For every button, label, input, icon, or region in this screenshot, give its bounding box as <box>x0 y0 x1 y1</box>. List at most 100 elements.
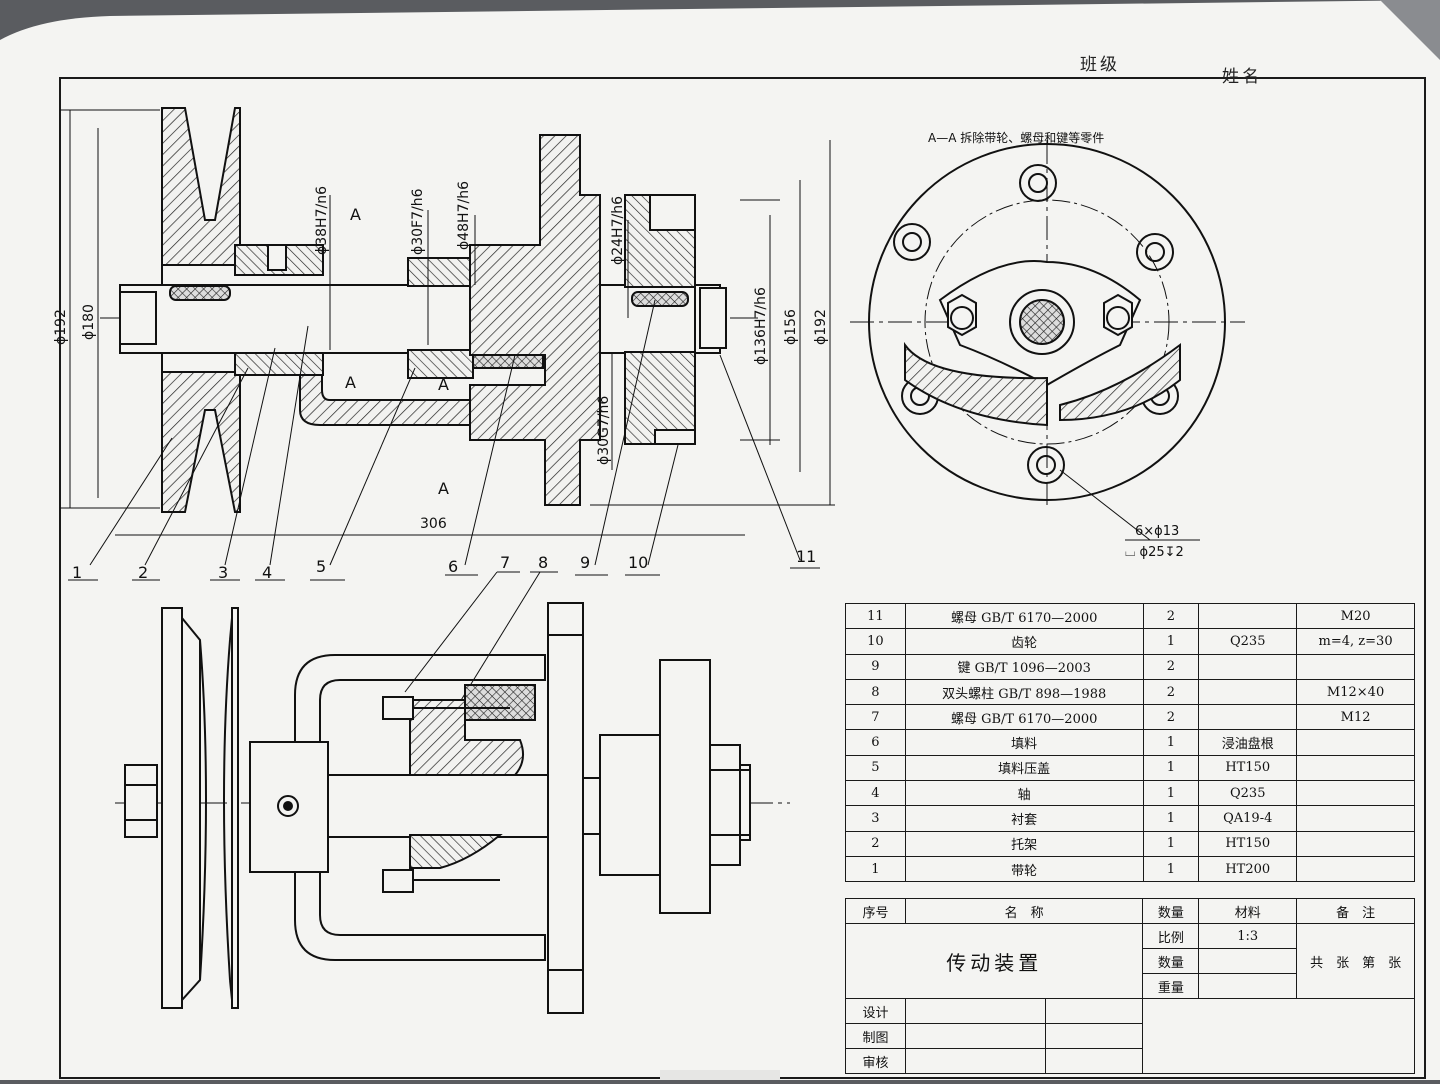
draw-name <box>904 1023 1046 1049</box>
bom-cell-qty: 1 <box>1142 830 1200 857</box>
scale-label: 比例 <box>1142 923 1200 949</box>
dim-phi48: ϕ48H7/h6 <box>456 181 472 250</box>
part-leaders <box>68 299 820 711</box>
scale-value: 1:3 <box>1198 923 1298 949</box>
bom-cell-mat <box>1198 602 1298 630</box>
balloon-8: 8 <box>538 553 548 572</box>
balloon-4: 4 <box>262 563 272 582</box>
bom-header-note: 备 注 <box>1296 898 1415 924</box>
class-label: 班级 <box>1080 55 1120 75</box>
balloon-10: 10 <box>628 553 648 572</box>
page-corner <box>1380 0 1440 60</box>
bom-cell-qty: 1 <box>1142 729 1200 756</box>
balloon-3: 3 <box>218 563 228 582</box>
balloon-1: 1 <box>72 563 82 582</box>
section-aa-view <box>850 140 1245 505</box>
top-view <box>115 602 790 1014</box>
bom-cell-no: 11 <box>845 602 906 630</box>
bom-header-qty: 数量 <box>1142 898 1200 924</box>
bom-cell-qty: 1 <box>1142 628 1200 655</box>
bom-cell-mat <box>1198 704 1298 731</box>
bom-cell-qty: 1 <box>1142 855 1200 883</box>
dim-phi30g7: ϕ30G7/h6 <box>596 396 612 465</box>
hole-leader <box>1059 469 1151 541</box>
name-label: 姓名 <box>1222 67 1262 87</box>
bom-header-mat: 材料 <box>1198 898 1298 924</box>
dim-phi156: ϕ156 <box>783 309 799 345</box>
bom-cell-note <box>1296 855 1415 883</box>
dim-phi180: ϕ180 <box>81 304 97 340</box>
sheet-label: 共 张 第 张 <box>1296 923 1415 999</box>
design-name <box>904 998 1046 1024</box>
drawing-title: 传动装置 <box>844 923 1144 999</box>
dimension-texts: ϕ192 ϕ180 ϕ38H7/n6 ϕ30F7/h6 ϕ48H7/h6 ϕ24… <box>53 181 829 532</box>
bom-cell-mat: Q235 <box>1198 628 1298 655</box>
bom-header-name: 名 称 <box>904 898 1144 924</box>
bom-cell-mat: Q235 <box>1198 780 1298 807</box>
balloon-11: 11 <box>796 547 816 566</box>
bom-cell-qty: 2 <box>1142 678 1200 706</box>
bom-cell-no: 6 <box>845 729 906 756</box>
check-name <box>904 1048 1046 1074</box>
bom-cell-qty: 2 <box>1142 602 1200 630</box>
dim-length-306: 306 <box>420 516 447 532</box>
bom-cell-mat: HT150 <box>1198 830 1298 857</box>
section-mark-a-left: A <box>345 373 356 392</box>
dim-phi38: ϕ38H7/n6 <box>314 186 330 255</box>
bom-cell-note: M12×40 <box>1296 678 1415 706</box>
bom-cell-name: 轴 <box>904 780 1144 807</box>
qty-value <box>1198 948 1298 974</box>
bom-cell-mat <box>1198 678 1298 706</box>
bom-cell-qty: 2 <box>1142 653 1200 680</box>
bom-cell-name: 螺母 GB/T 6170—2000 <box>904 704 1144 731</box>
bom-cell-name: 双头螺柱 GB/T 898—1988 <box>904 678 1144 706</box>
section-mark-a-bottom: A <box>438 479 449 498</box>
section-aa-labels: A—A 拆除带轮、螺母和键等零件 6×ϕ13 ⌴ ϕ25↧2 <box>928 130 1200 560</box>
bom-cell-name: 衬套 <box>904 805 1144 832</box>
bom-cell-no: 8 <box>845 678 906 706</box>
hole-note-count: 6×ϕ13 <box>1135 524 1179 539</box>
balloon-6: 6 <box>448 557 458 576</box>
bom-cell-no: 10 <box>845 628 906 655</box>
balloon-5: 5 <box>316 557 326 576</box>
bom-cell-mat: QA19-4 <box>1198 805 1298 832</box>
design-label: 设计 <box>845 998 906 1024</box>
bom-cell-qty: 1 <box>1142 805 1200 832</box>
bom-cell-note <box>1296 830 1415 857</box>
bom-cell-name: 带轮 <box>904 855 1144 883</box>
bom-cell-no: 4 <box>845 780 906 807</box>
bom-cell-name: 齿轮 <box>904 628 1144 655</box>
bom-cell-mat: HT200 <box>1198 855 1298 883</box>
bom-cell-no: 1 <box>845 855 906 883</box>
bom-cell-note <box>1296 653 1415 680</box>
dim-phi24: ϕ24H7/h6 <box>610 196 626 265</box>
bom-cell-no: 3 <box>845 805 906 832</box>
bom-cell-note: M20 <box>1296 602 1415 630</box>
bom-cell-qty: 1 <box>1142 780 1200 807</box>
bom-cell-note <box>1296 729 1415 756</box>
title-block: 序号 名 称 数量 材料 备 注 传动装置 比例 1:3 共 张 第 张 数量 … <box>844 898 1415 1074</box>
check-date <box>1044 1048 1144 1074</box>
dim-phi192-left: ϕ192 <box>53 309 69 345</box>
page-number-fragment <box>660 1070 780 1080</box>
bom-cell-mat: 浸油盘根 <box>1198 729 1298 756</box>
bom-cell-note <box>1296 754 1415 782</box>
main-section-view <box>100 107 760 513</box>
section-aa-title: A—A 拆除带轮、螺母和键等零件 <box>928 130 1104 145</box>
balloon-9: 9 <box>580 553 590 572</box>
section-mark-a-top: A <box>350 205 361 224</box>
dim-phi192-right: ϕ192 <box>813 309 829 345</box>
bom-cell-qty: 1 <box>1142 754 1200 782</box>
dim-phi136: ϕ136H7/h6 <box>753 287 769 365</box>
design-date <box>1044 998 1144 1024</box>
